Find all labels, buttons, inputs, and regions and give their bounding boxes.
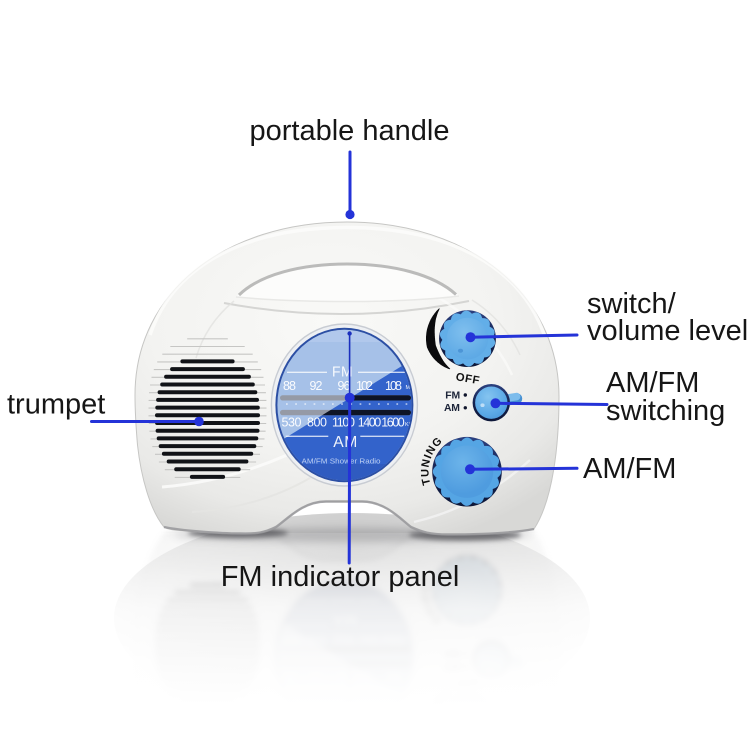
svg-text:MHz: MHz — [406, 385, 418, 391]
svg-text:108: 108 — [385, 379, 402, 393]
svg-text:AM/FM: AM/FM — [583, 453, 676, 485]
svg-text:800: 800 — [307, 416, 327, 430]
svg-text:FM indicator panel: FM indicator panel — [221, 561, 460, 593]
svg-text:trumpet: trumpet — [7, 389, 105, 421]
svg-text:88: 88 — [283, 379, 296, 393]
svg-text:volume level: volume level — [587, 315, 748, 347]
svg-text:102: 102 — [356, 379, 373, 393]
svg-text:1100: 1100 — [332, 416, 355, 430]
svg-text:AM: AM — [444, 403, 460, 414]
svg-text:1600: 1600 — [381, 416, 405, 430]
svg-text:KHz: KHz — [405, 422, 416, 428]
svg-text:1400: 1400 — [358, 416, 382, 430]
svg-text:portable handle: portable handle — [250, 115, 450, 147]
svg-text:530: 530 — [282, 416, 302, 430]
svg-text:FM: FM — [445, 390, 460, 401]
svg-text:switching: switching — [606, 395, 725, 427]
svg-text:AM/FM Shower Radio: AM/FM Shower Radio — [302, 457, 381, 466]
svg-text:FM: FM — [332, 365, 353, 381]
svg-text:AM/FM: AM/FM — [606, 367, 699, 399]
svg-text:92: 92 — [310, 379, 323, 393]
svg-text:OFF: OFF — [455, 371, 481, 387]
svg-text:switch/: switch/ — [587, 288, 677, 320]
svg-text:96: 96 — [338, 379, 351, 393]
svg-text:AM: AM — [333, 434, 358, 451]
